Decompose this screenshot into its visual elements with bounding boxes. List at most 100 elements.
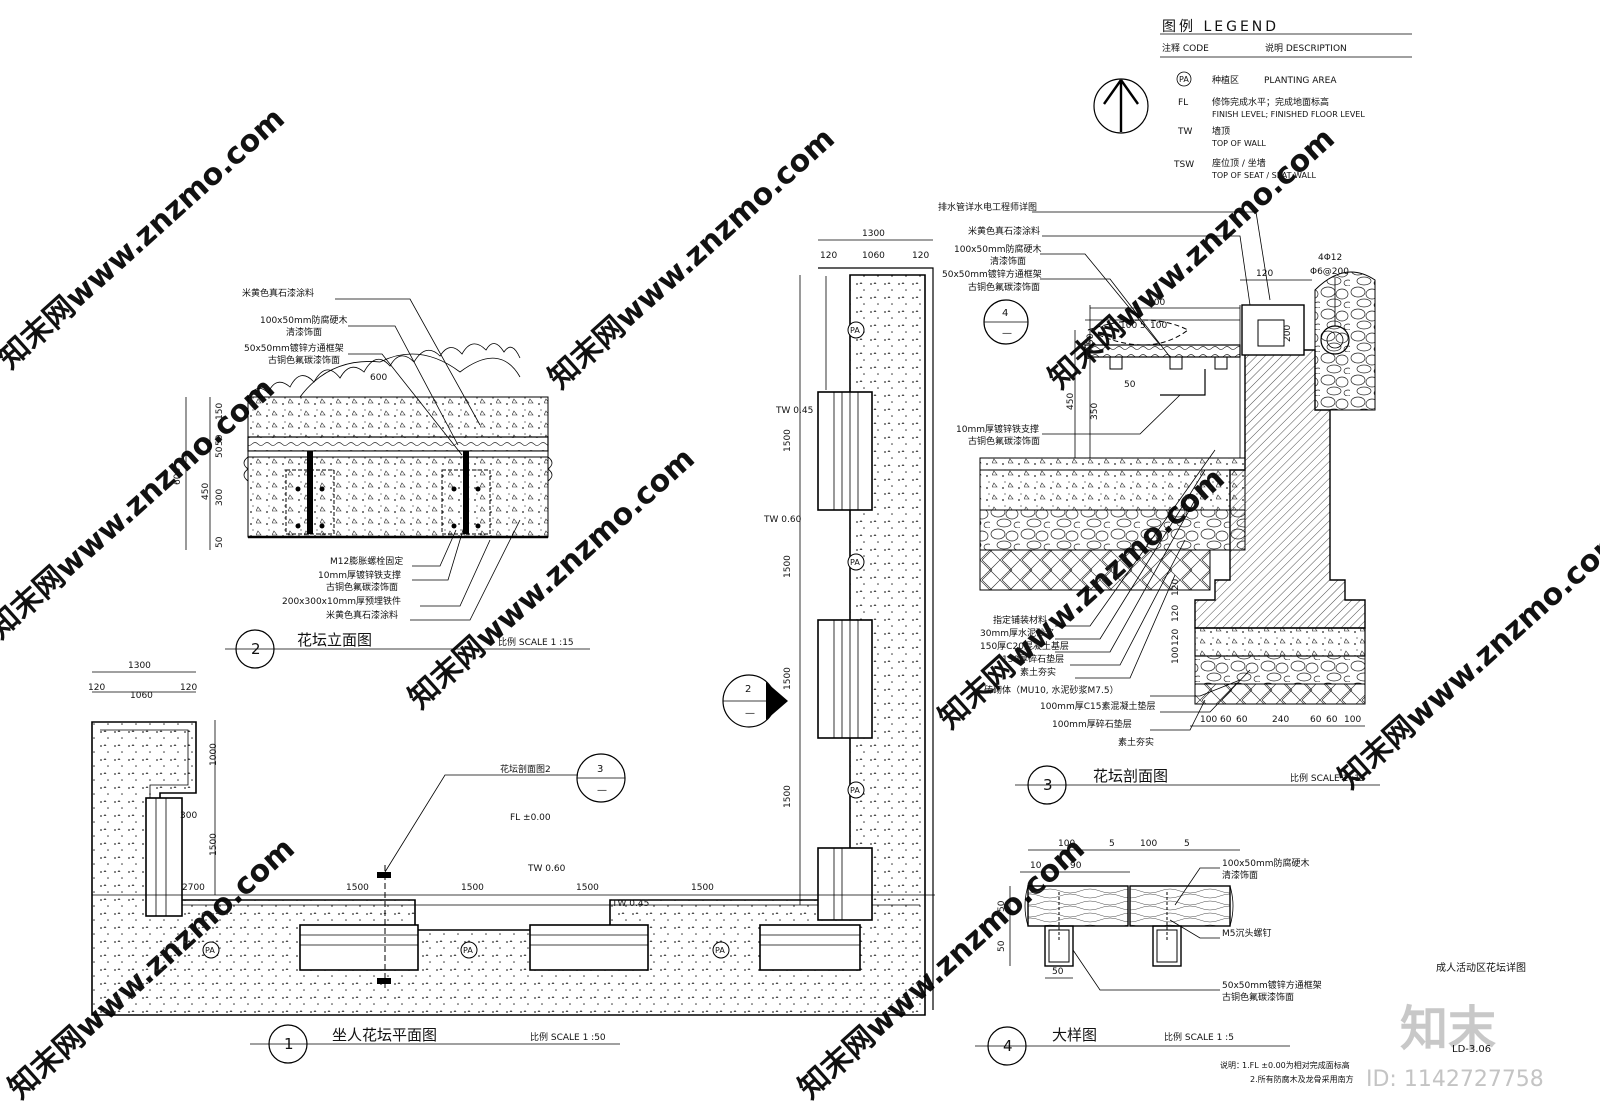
- callout-label: 排水管详水电工程师详图: [938, 201, 1037, 213]
- callout-label: 150厚碎石垫层: [1002, 653, 1064, 665]
- embed-plate: [285, 451, 335, 535]
- callout-label: 150厚C20混凝土基层: [980, 640, 1069, 652]
- dim-label: 50: [1086, 348, 1096, 360]
- pa-icon: PA: [712, 941, 730, 959]
- callout-label: M12膨胀螺栓固定: [330, 555, 403, 567]
- dim-label: 120: [1171, 605, 1181, 622]
- dim-label: 100: [1200, 715, 1217, 725]
- dim-label: 5: [1184, 839, 1190, 849]
- svg-text:PA: PA: [205, 946, 215, 955]
- detail-drawing: 100 5 100 5 10 90 50 50 50 100x50mm防腐硬木 …: [975, 839, 1322, 1066]
- dim-label: 1500: [576, 883, 599, 893]
- svg-text:PA: PA: [715, 946, 725, 955]
- dim-label: 1500: [209, 833, 219, 856]
- elevation-drawing: 150 50 50 300 50 450 600 600 米黄色真石漆涂料 10…: [173, 287, 590, 669]
- legend-col-code: 注释 CODE: [1162, 42, 1209, 54]
- dim-label: 60: [1220, 715, 1232, 725]
- dim-label: 1500: [691, 883, 714, 893]
- callout-label: 古铜色氟碳漆饰面: [326, 581, 398, 593]
- dim-label: 1500: [783, 429, 793, 452]
- legend-zh: 墙顶: [1212, 125, 1230, 137]
- dim-label: 450: [1066, 393, 1076, 410]
- dim-label: 1000: [209, 743, 219, 766]
- pa-icon: PA: [847, 321, 865, 339]
- dim-label: 100: [1171, 647, 1181, 664]
- callout-label: 30mm厚水泥砂浆: [980, 627, 1054, 639]
- drawing-title: 坐人花坛平面图: [332, 1026, 437, 1044]
- legend-col-desc: 说明 DESCRIPTION: [1265, 42, 1347, 54]
- dim-label: 1500: [783, 785, 793, 808]
- embed-plate: [441, 451, 491, 535]
- watermark-text: 知末网www.znzmo.com: [542, 121, 842, 396]
- dim-label: 100: [1344, 715, 1361, 725]
- rebar-label: 4Φ12: [1318, 253, 1342, 263]
- dim-label: 1500: [783, 667, 793, 690]
- svg-text:—: —: [1002, 328, 1012, 339]
- section-marker-icon: 3 —: [576, 753, 626, 803]
- callout-label: 素土夯实: [1118, 736, 1154, 748]
- svg-text:3: 3: [597, 764, 603, 775]
- callout-label: 素土夯实: [1020, 666, 1056, 678]
- plan-drawing: PA PA PA PA PA PA 1300 120 1060 120 1300…: [88, 229, 935, 1064]
- legend-code: TSW: [1173, 160, 1194, 170]
- svg-text:PA: PA: [850, 558, 860, 567]
- dim-label: 120: [88, 683, 105, 693]
- legend-title: 图例 LEGEND: [1162, 19, 1279, 35]
- drawing-title: 花坛剖面图: [1093, 767, 1168, 785]
- svg-text:PA: PA: [850, 326, 860, 335]
- callout-label: 清漆饰面: [1222, 869, 1258, 881]
- callout-label: 10mm厚镀锌铁支撑: [318, 569, 401, 581]
- sheet-number: LD-3.06: [1452, 1044, 1491, 1055]
- dim-label: 600: [173, 468, 183, 485]
- sheet-title: 成人活动区花坛详图: [1436, 961, 1526, 974]
- logo-text: 知末: [1400, 1001, 1496, 1057]
- dim-label: 5: [1109, 839, 1115, 849]
- level-label: TW 0.60: [527, 864, 566, 874]
- level-label: TW 0.60: [763, 515, 802, 525]
- notes-head: 说明：: [1220, 1060, 1244, 1070]
- dim-label: 90: [1070, 861, 1082, 871]
- pa-icon: [1176, 71, 1192, 87]
- legend-en: TOP OF SEAT / SEAT WALL: [1211, 171, 1316, 180]
- callout-label: 100mm厚C15素混凝土垫层: [1040, 700, 1155, 712]
- dim-label: 2700: [182, 883, 205, 893]
- callout-label: 200x300x10mm厚预埋铁件: [282, 595, 401, 607]
- watermark-text: 知末网www.znzmo.com: [0, 371, 282, 646]
- callout-label: 100x50mm防腐硬木: [260, 314, 348, 326]
- north-arrow-icon: [1093, 78, 1149, 134]
- note-line: 1.FL ±0.00为相对完成面标高: [1242, 1060, 1350, 1070]
- callout-label: 100x50mm防腐硬木: [954, 243, 1042, 255]
- watermark-text: 知末网www.znzmo.com: [1332, 521, 1600, 796]
- dim-label: 50: [215, 434, 225, 446]
- dim-label: 120: [1171, 579, 1181, 596]
- dim-label: 50: [1124, 380, 1136, 390]
- dim-label: 1060: [862, 251, 885, 261]
- dim-label: 120: [180, 683, 197, 693]
- callout-label: 清漆饰面: [286, 326, 322, 338]
- dim-label: 50: [997, 940, 1007, 952]
- dim-label: 300: [180, 811, 197, 821]
- callout-label: 10mm厚镀锌铁支撑: [956, 423, 1039, 435]
- callout-label: 米黄色真石漆涂料: [242, 287, 314, 299]
- dim-label: 100: [1058, 839, 1075, 849]
- svg-text:PA: PA: [850, 786, 860, 795]
- pa-icon: PA: [202, 941, 220, 959]
- dim-label: 1060: [130, 691, 153, 701]
- dim-label: 300: [215, 489, 225, 506]
- dim-label: 100: [1120, 321, 1137, 331]
- dim-label: 240: [1272, 715, 1289, 725]
- legend-zh: 种植区: [1212, 74, 1239, 86]
- callout-label: 古铜色氟碳漆饰面: [268, 354, 340, 366]
- legend: 图例 LEGEND 注释 CODE 说明 DESCRIPTION PA 种植区 …: [1093, 19, 1412, 180]
- drawing-scale: 比例 SCALE 1 :50: [530, 1031, 606, 1043]
- legend-code: FL: [1178, 98, 1188, 108]
- notes: 说明： 1.FL ±0.00为相对完成面标高 2.所有防腐木及龙骨采用南方: [1220, 1060, 1354, 1084]
- dim-label: 60: [1236, 715, 1248, 725]
- callout-label: 砖砌体（MU10, 水泥砂浆M7.5）: [984, 684, 1119, 696]
- dim-label: 150: [215, 403, 225, 420]
- dim-label: 10: [1030, 861, 1042, 871]
- pa-icon: PA: [847, 781, 865, 799]
- image-id: ID: 1142727758: [1366, 1067, 1544, 1092]
- dim-label: 50: [215, 446, 225, 458]
